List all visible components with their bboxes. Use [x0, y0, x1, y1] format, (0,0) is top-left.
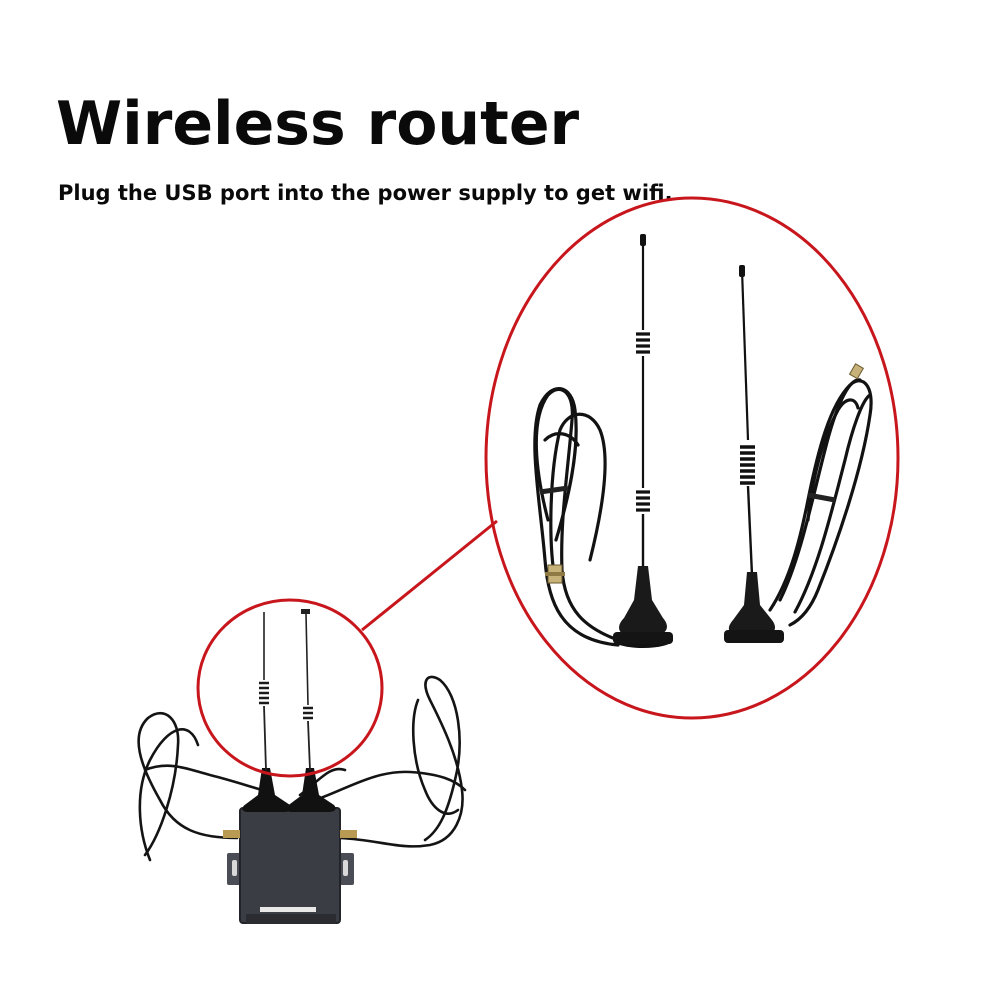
callout-annotation [196, 196, 900, 778]
page-title: Wireless router [56, 89, 580, 159]
closeup-antenna-left [533, 234, 673, 648]
callout-connector-line [361, 519, 498, 632]
callout-small-circle [196, 598, 384, 778]
callout-large-ellipse [484, 196, 900, 720]
page-subtitle: Plug the USB port into the power supply … [58, 181, 673, 205]
router [137, 609, 467, 924]
closeup-antenna-right [724, 265, 873, 643]
router-label [260, 907, 316, 912]
sma-connector-icon [545, 564, 565, 584]
sma-connector-icon [848, 363, 865, 380]
